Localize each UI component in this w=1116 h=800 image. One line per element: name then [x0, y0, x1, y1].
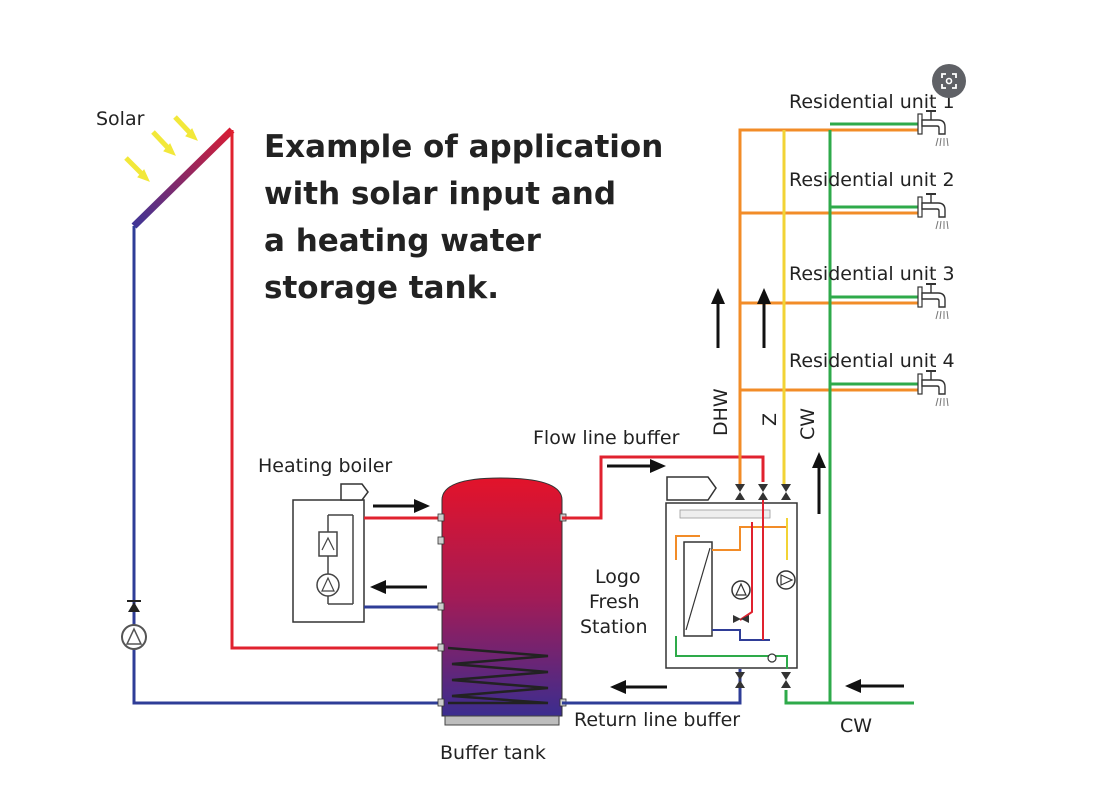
lens-glyph-icon: [941, 73, 957, 89]
heating-boiler: [292, 483, 369, 623]
lens-icon[interactable]: [932, 64, 966, 98]
solar-flow-pipe: [230, 130, 442, 650]
water-tap-icon: [917, 110, 949, 147]
fresh-station-unit: [665, 476, 798, 669]
z-label: Z: [759, 413, 781, 426]
arrow-right-icon: [373, 499, 430, 513]
water-tap-icon: [917, 370, 949, 407]
cold-water-riser: [828, 130, 914, 705]
arrow-up-icon: [711, 288, 725, 348]
arrow-left-icon: [845, 679, 904, 693]
flow-line-buffer-pipe: [562, 455, 765, 520]
station-label-line-2: Fresh: [589, 591, 640, 613]
station-label-line-3: Station: [580, 616, 648, 638]
title-line-2: with solar input and: [264, 176, 616, 212]
arrow-left-icon: [610, 680, 667, 694]
sun-rays-icon: [124, 115, 198, 182]
right-margin: [1038, 0, 1116, 800]
cw-bottom-label: CW: [840, 715, 872, 737]
valve-icons: [735, 484, 791, 688]
solar-return-pipe: [132, 226, 442, 705]
solar-pump-icon: [121, 624, 147, 650]
residential-unit-2-label: Residential unit 2: [789, 169, 955, 191]
residential-unit-4-label: Residential unit 4: [789, 350, 955, 372]
title-line-1: Example of application: [264, 129, 663, 165]
water-tap-icon: [917, 193, 949, 230]
taps: [917, 110, 949, 407]
buffer-tank: [437, 477, 567, 726]
flow-line-buffer-label: Flow line buffer: [533, 427, 680, 449]
diagram-title: Example of application with solar input …: [264, 129, 663, 306]
heating-boiler-label: Heating boiler: [258, 455, 392, 477]
title-line-4: storage tank.: [264, 270, 499, 306]
arrow-up-icon: [812, 452, 826, 514]
title-line-3: a heating water: [264, 223, 542, 259]
cw-vertical-label: CW: [797, 408, 819, 440]
cold-water-station-feed: [784, 690, 830, 705]
residential-unit-1-label: Residential unit 1: [789, 91, 955, 113]
water-tap-icon: [917, 283, 949, 320]
dhw-riser: [738, 128, 918, 484]
return-line-buffer-label: Return line buffer: [574, 709, 740, 731]
arrow-right-icon: [607, 459, 666, 473]
residential-unit-3-label: Residential unit 3: [789, 263, 955, 285]
solar-collector: [131, 127, 235, 229]
dhw-label: DHW: [710, 388, 732, 436]
solar-label: Solar: [96, 108, 145, 130]
left-margin: [0, 0, 78, 800]
station-label-line-1: Logo: [595, 566, 641, 588]
arrow-left-icon: [370, 580, 427, 594]
arrow-up-icon: [757, 288, 771, 348]
cold-water-branches: [830, 122, 918, 386]
buffer-tank-label: Buffer tank: [440, 742, 546, 764]
check-valve-icon: [127, 600, 141, 612]
